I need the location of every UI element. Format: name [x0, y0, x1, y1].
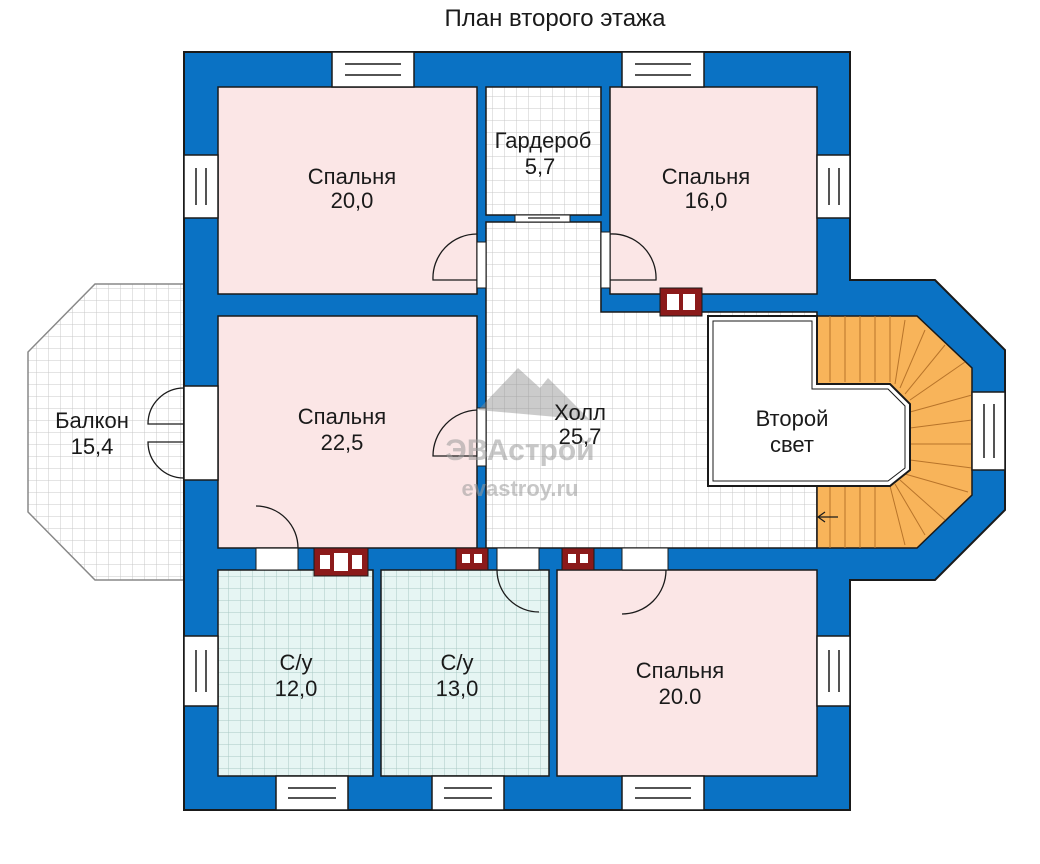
room-name: Спальня: [298, 404, 386, 429]
room-name: Второй: [756, 406, 829, 431]
room-area: 5,7: [525, 154, 556, 179]
door-swings: [147, 217, 667, 615]
chimneys: [313, 287, 703, 577]
room-bedroom-4: [556, 569, 818, 777]
room-labels: Спальня 20,0 Гардероб 5,7 Спальня 16,0 С…: [55, 128, 828, 709]
room-bathroom-2: [380, 569, 550, 777]
room-name: Спальня: [662, 164, 750, 189]
watermark-site: evastroy.ru: [462, 476, 579, 501]
room-name: Спальня: [636, 658, 724, 683]
room-area: свет: [770, 432, 814, 457]
stair-steps: [829, 316, 973, 548]
room-bedroom-1: [217, 86, 478, 295]
stair-arrow-icon: [816, 511, 838, 523]
room-name: С/у: [280, 650, 313, 675]
room-area: 12,0: [275, 676, 318, 701]
watermark-brand: ЭВАстрой: [445, 434, 594, 467]
second-light-void: [707, 315, 911, 487]
plan-title: План второго этажа: [445, 5, 667, 32]
room-area: 15,4: [71, 434, 114, 459]
room-area: 16,0: [685, 188, 728, 213]
room-area: 22,5: [321, 430, 364, 455]
room-area: 20,0: [331, 188, 374, 213]
room-area: 25,7: [559, 424, 602, 449]
second-light-railing: [712, 320, 906, 482]
room-name: Гардероб: [495, 128, 592, 153]
watermark: ЭВАстрой evastroy.ru: [445, 368, 595, 501]
watermark-house-icon: [478, 368, 590, 420]
windows: [183, 51, 1006, 811]
room-name: Балкон: [55, 408, 129, 433]
room-name: С/у: [441, 650, 474, 675]
room-area: 13,0: [436, 676, 479, 701]
room-name: Холл: [554, 400, 606, 425]
room-name: Спальня: [308, 164, 396, 189]
room-area: 20.0: [659, 684, 702, 709]
room-bathroom-1: [217, 569, 374, 777]
door-openings: [255, 214, 669, 571]
